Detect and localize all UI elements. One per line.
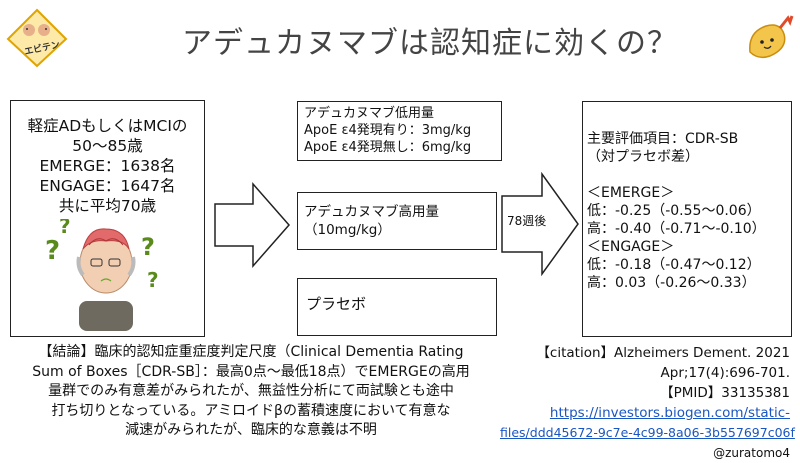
result-line: ＜EMERGE＞ (587, 185, 675, 201)
result-line (587, 166, 787, 184)
patients-line: 共に平均70歳 (58, 197, 157, 215)
result-line: 低：-0.25（-0.55〜0.06） (587, 203, 761, 219)
result-line: 高：0.03（-0.26〜0.33） (587, 275, 756, 291)
low-dose-line: アデュカヌマブ低用量 (304, 106, 435, 121)
low-dose-box: アデュカヌマブ低用量 ApoE ε4発現有り：3mg/kg ApoE ε4発現無… (297, 101, 502, 161)
result-line: （対プラセボ差） (587, 149, 699, 165)
logo-graphic (6, 8, 68, 68)
svg-text:?: ? (59, 219, 71, 238)
citation-volume: Apr;17(4):696-701. (660, 365, 790, 381)
patients-line: 50〜85歳 (72, 137, 143, 155)
patients-line: 軽症ADもしくはMCIの (27, 117, 188, 135)
duration-label: 78週後 (507, 214, 547, 228)
patients-line: EMERGE：1638名 (39, 157, 176, 175)
citation-link[interactable]: https://investors.biogen.com/static- (549, 405, 790, 421)
tempura-illustration (740, 14, 794, 62)
confused-elderly-illustration: ? ? ? ? (45, 219, 159, 331)
result-line: 高：-0.40（-0.71〜-0.10） (587, 221, 766, 237)
result-line: 主要評価項目：CDR-SB (587, 131, 739, 147)
arrow-to-arms (214, 182, 290, 268)
high-dose-line: （10mg/kg） (304, 222, 391, 238)
citation-pmid: 【PMID】33135381 (660, 385, 790, 401)
conclusion-line: 打ち切りとなっている。アミロイドβの蓄積速度において有意な (51, 402, 451, 419)
citation-link-cont[interactable]: files/ddd45672-9c7e-4c99-8a06-3b557697c0… (500, 425, 795, 440)
placebo-label: プラセボ (306, 295, 367, 313)
result-line: ＜ENGAGE＞ (587, 239, 675, 255)
conclusion-line: Sum of Boxes［CDR-SB］：最高0点〜最低18点）でEMERGEの… (32, 363, 470, 380)
citation-journal: 【citation】Alzheimers Dement. 2021 (536, 345, 790, 361)
page-title: アデュカヌマブは認知症に効くの？ (182, 26, 678, 61)
citation-block: 【citation】Alzheimers Dement. 2021 Apr;17… (500, 343, 795, 463)
results-box: 主要評価項目：CDR-SB （対プラセボ差） ＜EMERGE＞ 低：-0.25（… (582, 101, 792, 337)
svg-text:?: ? (141, 233, 155, 261)
arrow-to-results (501, 172, 579, 276)
conclusion-line: 【結論】臨床的認知症重症度判定尺度（Clinical Dementia Rati… (38, 344, 464, 360)
conclusion-text: 【結論】臨床的認知症重症度判定尺度（Clinical Dementia Rati… (8, 343, 494, 441)
low-dose-line: ApoE ε4発現有り：3mg/kg (304, 123, 472, 138)
evidence-logo: エビテン (6, 8, 68, 68)
svg-text:?: ? (45, 236, 60, 266)
svg-text:?: ? (147, 268, 159, 292)
patients-line: ENGAGE：1647名 (39, 177, 176, 195)
author-handle: @zuratomo4 (713, 446, 790, 460)
conclusion-line: 減速がみられたが、臨床的な意義は不明 (125, 422, 377, 438)
placebo-box: プラセボ (297, 278, 497, 336)
high-dose-line: アデュカヌマブ高用量 (304, 204, 439, 220)
patients-box: 軽症ADもしくはMCIの 50〜85歳 EMERGE：1638名 ENGAGE：… (10, 100, 205, 337)
conclusion-line: 量群でのみ有意差がみられたが、無益性分析にて両試験とも途中 (48, 383, 454, 399)
high-dose-box: アデュカヌマブ高用量 （10mg/kg） (297, 192, 497, 250)
patients-text: 軽症ADもしくはMCIの 50〜85歳 EMERGE：1638名 ENGAGE：… (11, 101, 204, 216)
result-line: 低：-0.18（-0.47〜0.12） (587, 257, 761, 273)
low-dose-line: ApoE ε4発現無し：6mg/kg (304, 140, 472, 155)
